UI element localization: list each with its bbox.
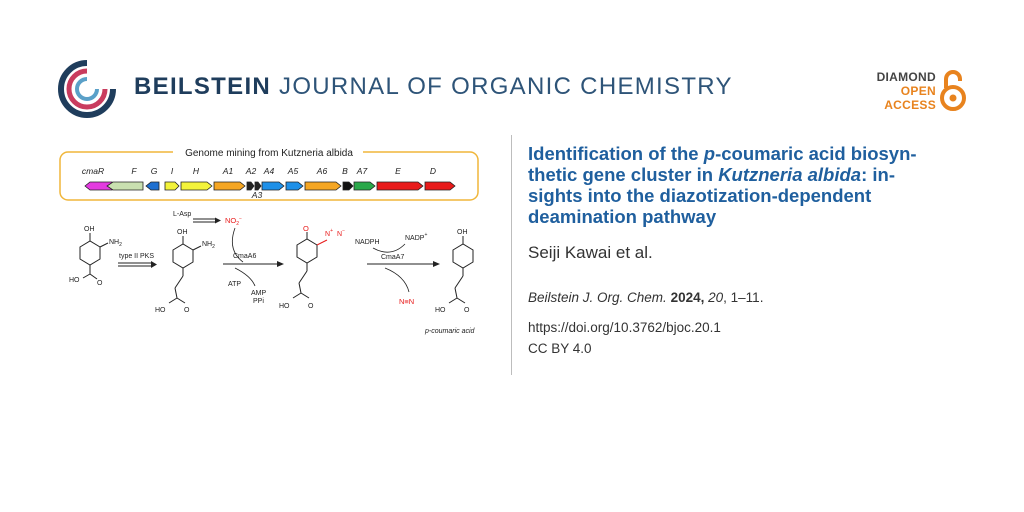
oa-line3: ACCESS [884,98,936,112]
mol4-o: O [464,307,470,314]
article-authors: Seiji Kawai et al. [528,243,653,262]
citation-year: 2024, [670,290,705,305]
mol1-oh: OH [84,226,95,233]
reagent-no2: NO2− [225,216,242,227]
molecule-p-coumaric-acid [448,236,474,304]
gene-arrow-D [424,181,456,191]
gene-label-H: H [193,166,200,176]
gene-arrow-B [342,181,354,191]
gene-arrow-A5 [285,181,304,191]
oa-line2: OPEN [900,84,936,98]
open-access-badge: DIAMOND OPEN ACCESS [872,66,972,116]
reagent-atp: ATP [228,281,241,288]
reagent-nadp: NADP+ [405,232,427,242]
oa-line1: DIAMOND [876,70,936,84]
mol4-oh: OH [457,229,468,236]
mol3-o2: O [308,303,314,310]
journal-name-rest: JOURNAL OF ORGANIC CHEMISTRY [279,73,733,100]
gene-arrow-A4 [261,181,285,191]
molecule-aminohydroxybenzoic-acid [79,233,109,280]
journal-abbrev: Beilstein J. Org. Chem. [528,290,667,305]
journal-logo-icon [58,60,116,118]
reaction-scheme: Genome mining from Kutzneria albida cmaR… [59,146,479,335]
gene-arrow-A7 [353,181,376,191]
gene-arrow-A3 [254,181,262,191]
gene-arrow-G [145,181,160,191]
journal-header: BEILSTEIN JOURNAL OF ORGANIC CHEMISTRY D… [0,0,1024,120]
reagent-cmaa6: CmaA6 [233,253,256,260]
mol2-ho: HO [155,307,166,314]
article-title[interactable]: Identification of the p-coumaric acid bi… [528,143,917,227]
mol3-n-plus: N+ [325,228,333,238]
gene-arrow-H [180,181,213,191]
reagent-nadph: NADPH [355,239,380,246]
mol2-nh2: NH2 [202,241,215,250]
vertical-divider [511,135,512,375]
mol3-n-minus: N− [337,228,345,238]
journal-name-bold: BEILSTEIN [134,73,272,100]
gene-label-F: F [131,166,137,176]
gene-label-D: D [430,166,436,176]
gene-label-cmaR: cmaR [82,166,104,176]
gene-arrow-F [106,181,144,191]
article-citation: Beilstein J. Org. Chem. 2024, 20, 1–11. [528,289,988,306]
gene-label-A2: A2 [245,166,257,176]
gene-label-A4: A4 [263,166,275,176]
article-info: Identification of the p-coumaric acid bi… [528,143,988,356]
reagent-cmaa7: CmaA7 [381,254,404,261]
reagent-lasp: L-Asp [173,211,191,218]
reagent-type2pks: type II PKS [119,253,154,260]
gene-arrow-A6 [304,181,342,191]
gene-box-title: Genome mining from Kutzneria albida [185,148,353,159]
journal-name: BEILSTEIN JOURNAL OF ORGANIC CHEMISTRY [134,73,733,101]
citation-volume: 20 [708,290,724,305]
gene-label-G: G [151,166,158,176]
article-license: CC BY 4.0 [528,341,592,356]
gene-arrow-I [164,181,180,191]
reagent-n2: N≡N [399,297,414,306]
gene-arrow-cmaR [84,181,113,191]
gene-label-I: I [171,166,174,176]
molecule-aminohydroxycinnamic-acid [168,236,202,304]
gene-cluster-box [59,151,479,201]
mol3-ho: HO [279,303,290,310]
gene-label-B: B [342,166,348,176]
gene-label-E: E [395,166,401,176]
molecule-diazo-intermediate [292,232,328,299]
citation-pages: , 1–11. [723,290,764,305]
mol1-ho: HO [69,277,80,284]
gene-label-A7: A7 [356,166,368,176]
gene-label-A1: A1 [222,166,234,176]
mol2-oh: OH [177,229,188,236]
mol2-o: O [184,307,190,314]
mol3-o: O [303,224,309,233]
gene-arrow-A1 [213,181,246,191]
product-label: p-coumaric acid [424,328,476,335]
reagent-ppi: PPi [253,298,264,305]
gene-arrow-E [376,181,424,191]
gene-label-A5: A5 [287,166,299,176]
article-doi-link[interactable]: https://doi.org/10.3762/bjoc.20.1 [528,320,721,335]
mol1-o: O [97,280,103,287]
reagent-amp: AMP [251,290,267,297]
mol1-nh2: NH2 [109,239,122,248]
gene-label-A6: A6 [316,166,328,176]
gene-arrow-A2 [246,181,255,191]
open-lock-icon [940,70,966,111]
mol4-ho: HO [435,307,446,314]
gene-label-A3: A3 [251,190,263,200]
